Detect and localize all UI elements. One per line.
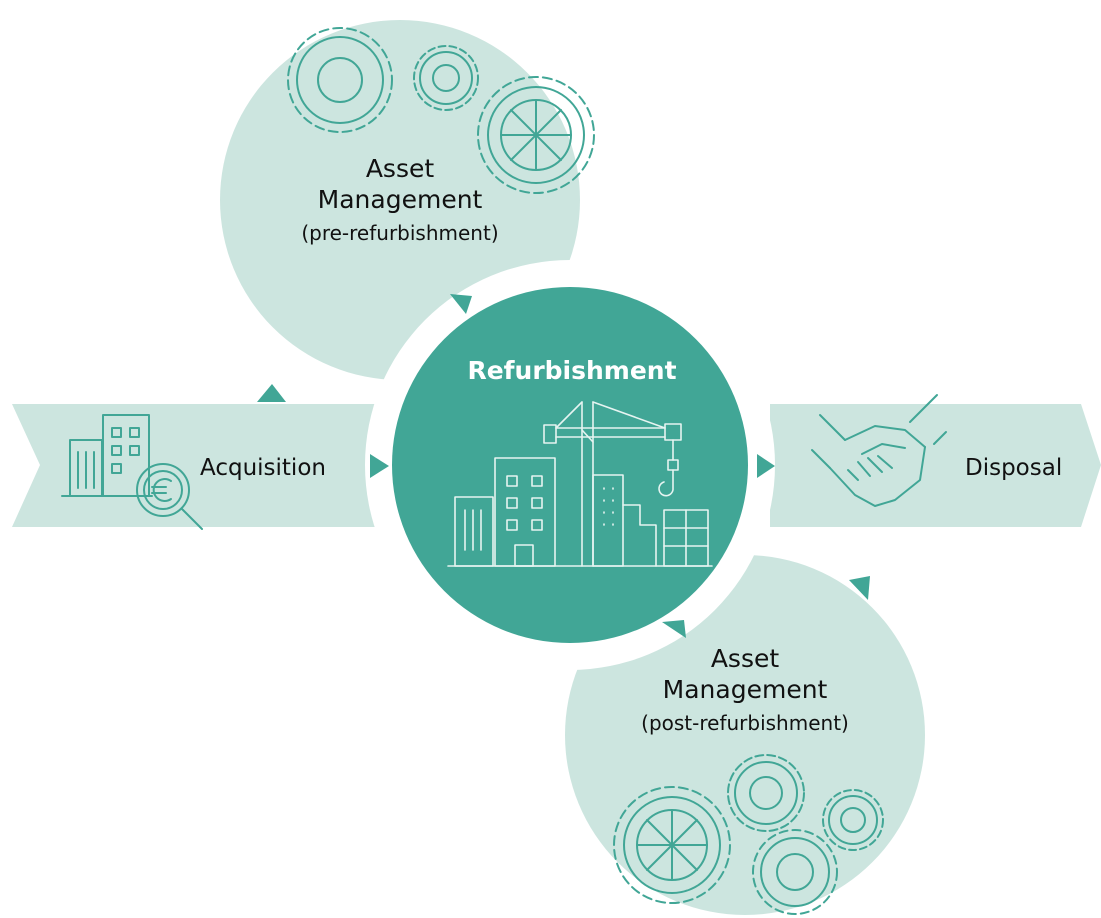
handshake-icon [811,394,947,507]
small-gear-icon [822,789,884,851]
gears-icon [613,754,884,915]
asset-management-post-line2: Management [663,675,828,704]
large-gear-icon [287,27,393,133]
large-gear-icon [752,829,838,915]
spoked-gear-icon [613,786,731,904]
flow-arrow-left-up-icon [450,294,472,314]
disposal-label: Disposal [965,455,1062,481]
medium-gear-icon [727,754,805,832]
construction-crane-icon [447,401,713,567]
asset-management-post-line1: Asset [711,644,780,673]
acquisition-label: Acquisition [200,455,326,481]
small-gear-icon [413,45,479,111]
spoked-gear-icon [477,76,595,194]
disposal-arrow [770,404,1101,527]
building-euro-search-icon [61,414,203,530]
asset-management-pre-line2: Management [318,185,483,214]
flow-arrow-up-icon [257,384,286,402]
flow-arrow-right-icon [370,454,389,478]
flow-arrow-right-icon [757,454,775,478]
flow-arrow-down-icon [662,620,686,638]
refurbishment-label: Refurbishment [467,356,676,385]
flow-arrow-down-icon [849,576,870,600]
refurbishment-circle [392,287,748,643]
asset-management-pre-line1: Asset [366,154,435,183]
asset-management-pre-line3: (pre-refurbishment) [301,221,498,245]
gears-icon [287,27,595,194]
asset-management-post-line3: (post-refurbishment) [641,711,849,735]
